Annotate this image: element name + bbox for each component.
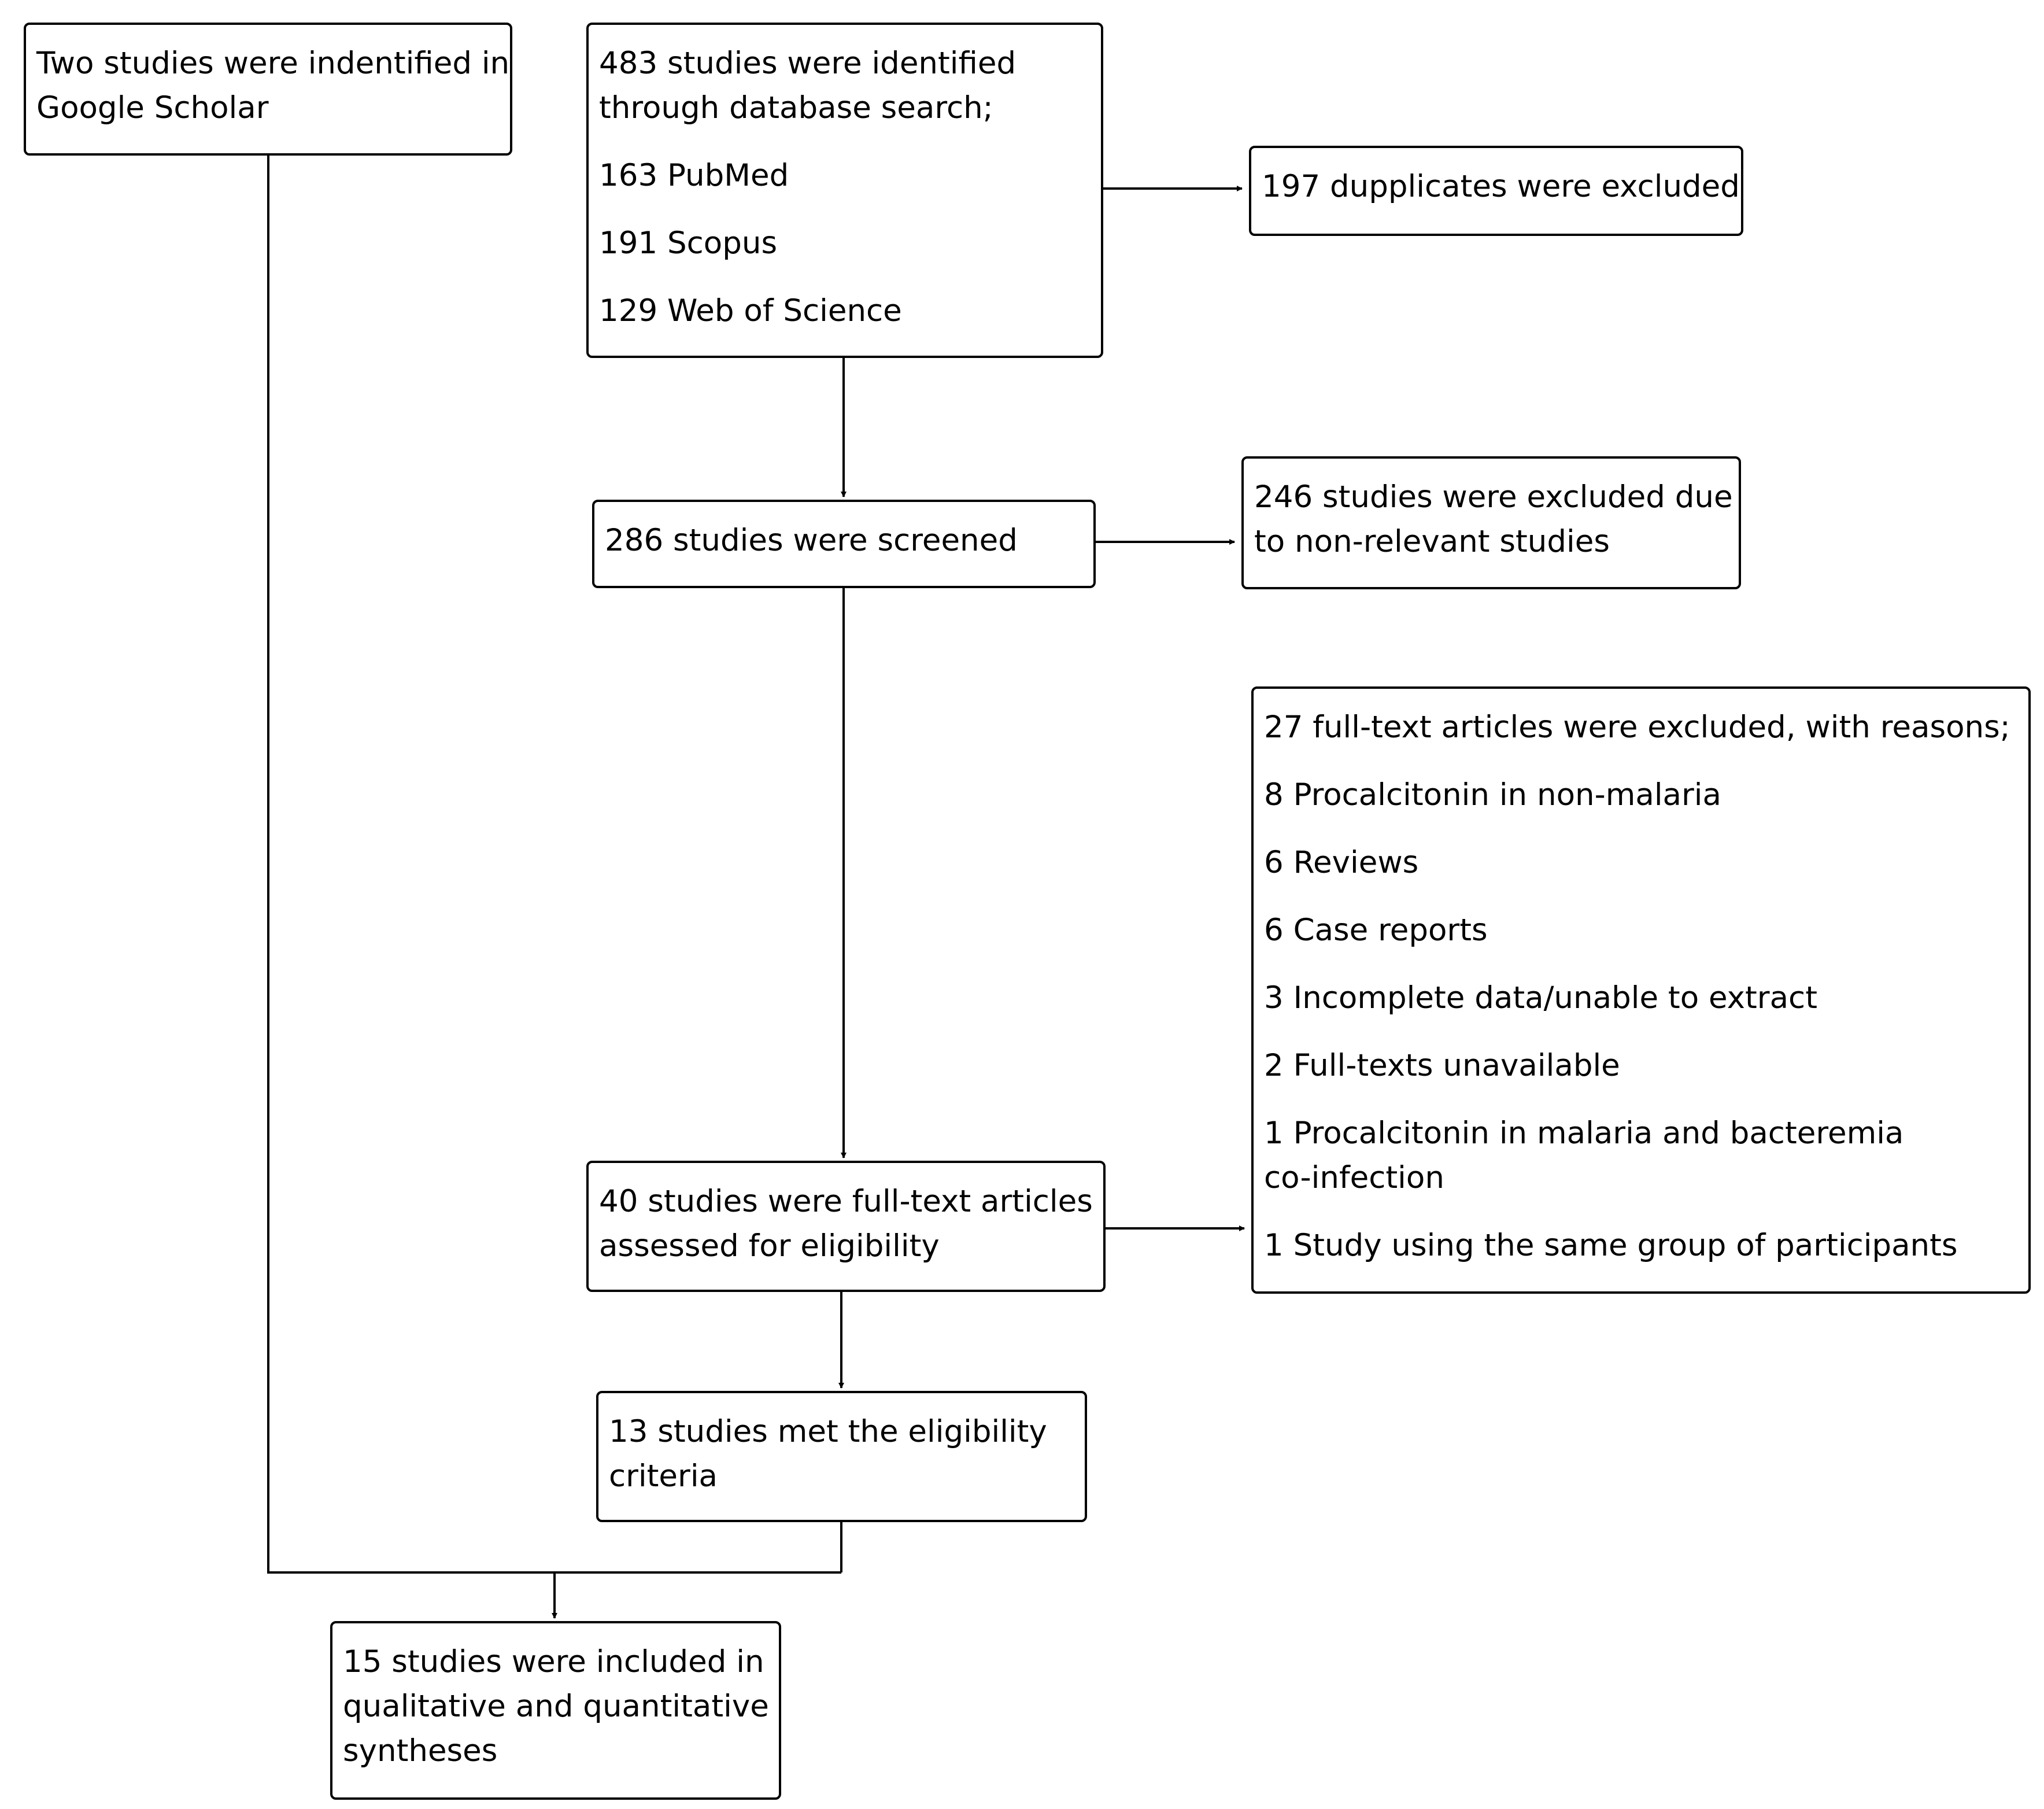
source-pubmed: 163 PubMed <box>599 158 789 193</box>
source-web-of-science: 129 Web of Science <box>599 293 902 328</box>
full-text-assessed-line-1: 40 studies were full-text articles <box>599 1184 1093 1219</box>
full-text-assessed-box: 40 studies were full-text articles asses… <box>586 1161 1106 1292</box>
google-scholar-line-2: Google Scholar <box>36 90 269 125</box>
included-line-2: qualitative and quantitative <box>343 1689 769 1724</box>
excluded-screening-box: 246 studies were excluded due to non-rel… <box>1241 456 1741 589</box>
reason-reviews: 6 Reviews <box>1264 845 1419 880</box>
google-scholar-box: Two studies were indentified in Google S… <box>24 23 512 156</box>
full-text-excluded-heading: 27 full-text articles were excluded, wit… <box>1264 710 2010 745</box>
line-google-scholar-merge <box>267 156 841 1574</box>
full-text-excluded-box: 27 full-text articles were excluded, wit… <box>1251 686 2031 1294</box>
duplicates-text: 197 dupplicates were excluded <box>1262 169 1740 204</box>
included-line-1: 15 studies were included in <box>343 1644 764 1679</box>
eligible-line-1: 13 studies met the eligibility <box>609 1414 1047 1449</box>
excluded-screening-line-1: 246 studies were excluded due <box>1254 479 1733 515</box>
source-scopus: 191 Scopus <box>599 226 778 261</box>
reason-incomplete-data: 3 Incomplete data/unable to extract <box>1264 980 1817 1016</box>
database-search-heading-2: through database search; <box>599 90 993 125</box>
database-search-heading-1: 483 studies were identified <box>599 46 1017 81</box>
eligible-line-2: criteria <box>609 1459 718 1494</box>
screened-text: 286 studies were screened <box>605 523 1018 558</box>
reason-same-participants: 1 Study using the same group of particip… <box>1264 1228 1958 1263</box>
included-box: 15 studies were included in qualitative … <box>330 1621 781 1800</box>
reason-case-reports: 6 Case reports <box>1264 913 1488 948</box>
google-scholar-line-1: Two studies were indentified in <box>36 46 510 81</box>
duplicates-box: 197 dupplicates were excluded <box>1249 146 1743 236</box>
reason-coinfection-line-2: co-infection <box>1264 1160 1444 1195</box>
excluded-screening-line-2: to non-relevant studies <box>1254 524 1610 559</box>
full-text-assessed-line-2: assessed for eligibility <box>599 1228 940 1264</box>
database-search-box: 483 studies were identified through data… <box>586 23 1103 358</box>
reason-coinfection-line-1: 1 Procalcitonin in malaria and bacteremi… <box>1264 1116 1904 1151</box>
reason-non-malaria: 8 Procalcitonin in non-malaria <box>1264 777 1722 813</box>
included-line-3: syntheses <box>343 1733 498 1769</box>
screened-box: 286 studies were screened <box>592 500 1096 588</box>
eligible-box: 13 studies met the eligibility criteria <box>596 1391 1087 1522</box>
reason-full-text-unavailable: 2 Full-texts unavailable <box>1264 1048 1620 1083</box>
